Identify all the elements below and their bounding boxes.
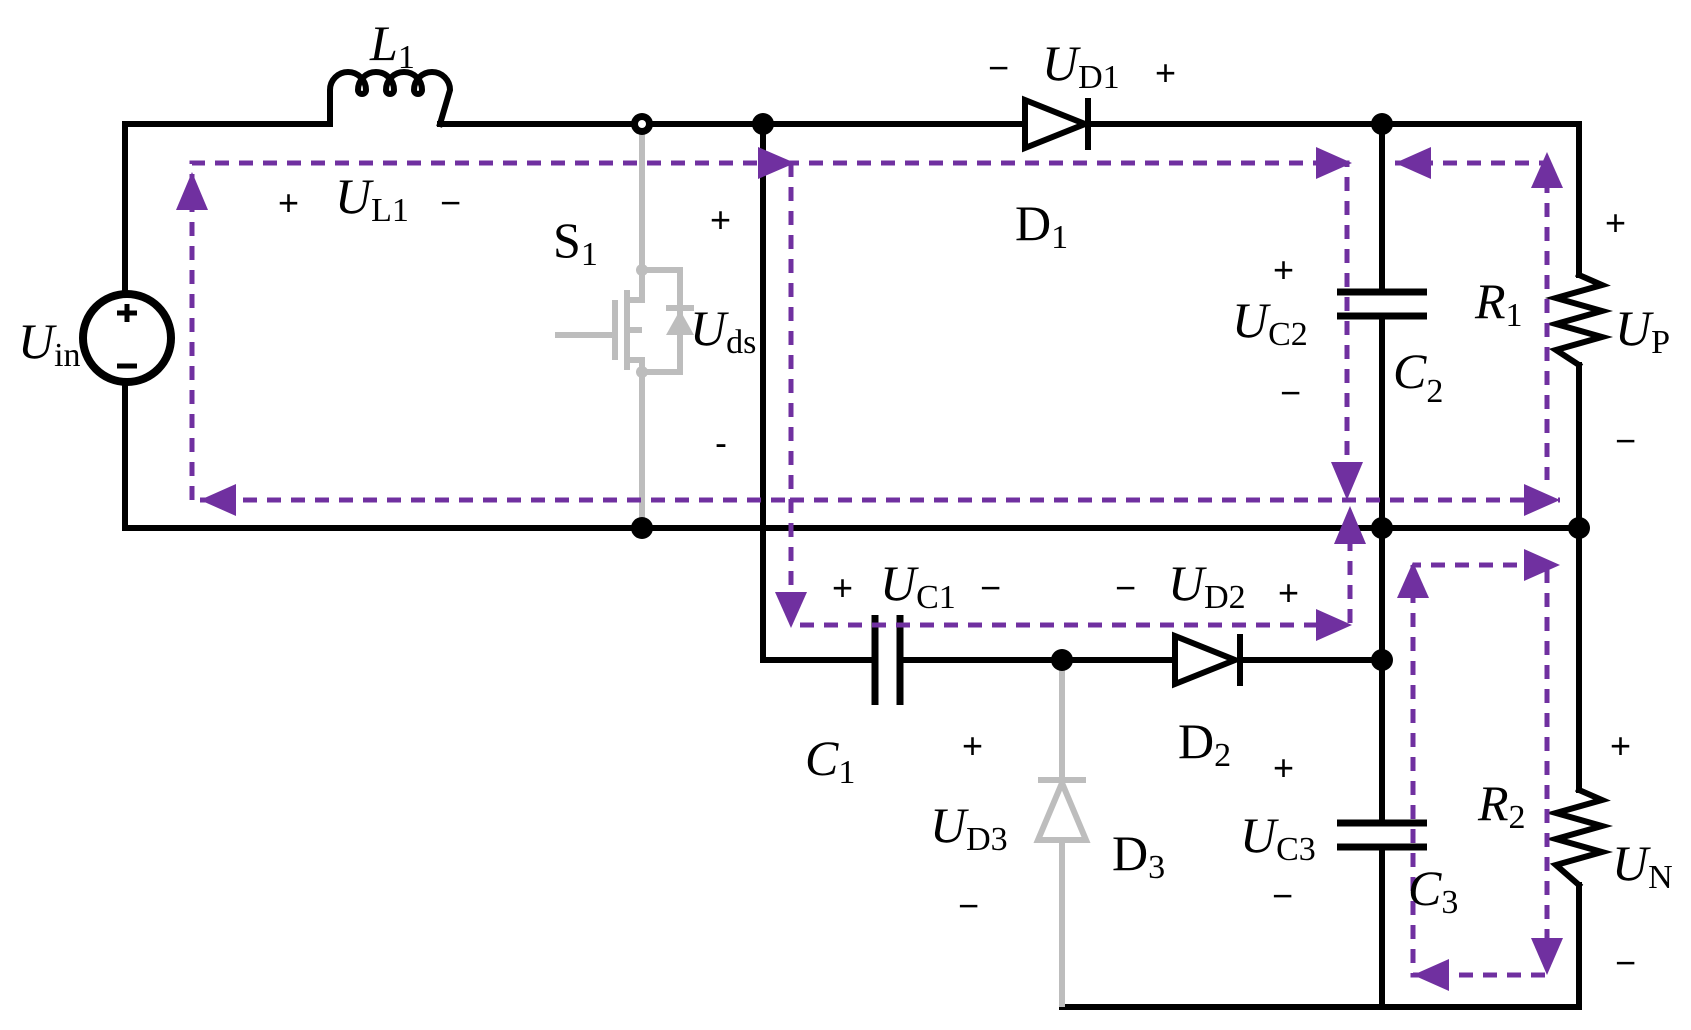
label-ud1: UD1: [1042, 35, 1120, 96]
wire-top-left: [122, 121, 333, 303]
sign-ud1-plus: +: [1155, 52, 1176, 93]
current-path-c1: [800, 512, 1353, 628]
sign-un-plus: +: [1610, 725, 1631, 766]
label-d2: D2: [1178, 713, 1231, 774]
label-d3: D3: [1112, 825, 1165, 886]
current-path-loop1: [189, 160, 785, 500]
sign-ud3-plus: +: [962, 725, 983, 766]
label-up: UP: [1615, 300, 1670, 361]
label-d1: D1: [1015, 195, 1068, 256]
diode-d3-icon: [1033, 660, 1091, 1007]
label-c3: C3: [1408, 860, 1458, 921]
switch-s1-icon: [555, 124, 694, 528]
label-c1: C1: [805, 730, 855, 791]
label-r2: R2: [1477, 775, 1526, 836]
labels: L1 + UL1 − S1 + Uds - Uin − UD1 + D1 + U…: [18, 15, 1673, 983]
label-s1: S1: [553, 212, 598, 273]
voltage-source-icon: [79, 290, 175, 386]
label-uin: Uin: [18, 313, 81, 374]
sign-ul1-plus: +: [278, 182, 299, 223]
diode-d2-icon: [1172, 631, 1244, 689]
label-l1: L1: [369, 15, 415, 76]
inductor-l1: [327, 69, 454, 128]
label-ud3: UD3: [930, 797, 1008, 858]
sign-ul1-minus: −: [440, 182, 461, 223]
resistor-r2-icon: [1544, 786, 1614, 890]
sign-ud1-minus: −: [988, 47, 1009, 88]
sign-uc2-minus: −: [1280, 372, 1301, 413]
label-r1: R1: [1474, 273, 1523, 334]
sign-up-plus: +: [1605, 202, 1626, 243]
label-uds: Uds: [690, 300, 756, 361]
current-path-r2: [1410, 562, 1550, 978]
wire-mid-vertical: [760, 121, 873, 663]
current-path-r1: [1395, 160, 1550, 480]
sign-up-minus: −: [1615, 420, 1636, 461]
sign-uc1-minus: −: [980, 567, 1001, 608]
sign-uc3-minus: −: [1272, 875, 1293, 916]
wire-left-bottom: [122, 377, 1582, 531]
label-un: UN: [1612, 835, 1673, 896]
label-ud2: UD2: [1168, 555, 1246, 616]
junctions: [631, 113, 1590, 671]
current-paths: [189, 160, 1560, 978]
sign-uc1-plus: +: [832, 567, 853, 608]
label-ul1: UL1: [335, 168, 409, 229]
capacitor-c3-icon: [1337, 819, 1427, 851]
current-arrows: [176, 147, 1563, 991]
sign-un-minus: −: [1615, 942, 1636, 983]
capacitor-c2-icon: [1337, 288, 1427, 320]
sign-uc2-plus: +: [1273, 249, 1294, 290]
sign-ud2-minus: −: [1115, 567, 1136, 608]
sign-ud2-plus: +: [1278, 572, 1299, 613]
sign-uc3-plus: +: [1273, 747, 1294, 788]
wires: [122, 121, 1582, 1010]
label-uc3: UC3: [1240, 807, 1316, 868]
label-c2: C2: [1393, 343, 1443, 410]
resistor-r1-icon: [1544, 271, 1614, 370]
label-uc2: UC2: [1232, 292, 1308, 353]
label-uc1: UC1: [880, 555, 956, 616]
capacitor-c1-icon: [871, 615, 904, 705]
sign-uds-minus: -: [715, 422, 727, 463]
sign-ud3-minus: −: [958, 885, 979, 926]
sign-uds-plus: +: [710, 199, 731, 240]
diode-d1-icon: [1022, 95, 1094, 153]
